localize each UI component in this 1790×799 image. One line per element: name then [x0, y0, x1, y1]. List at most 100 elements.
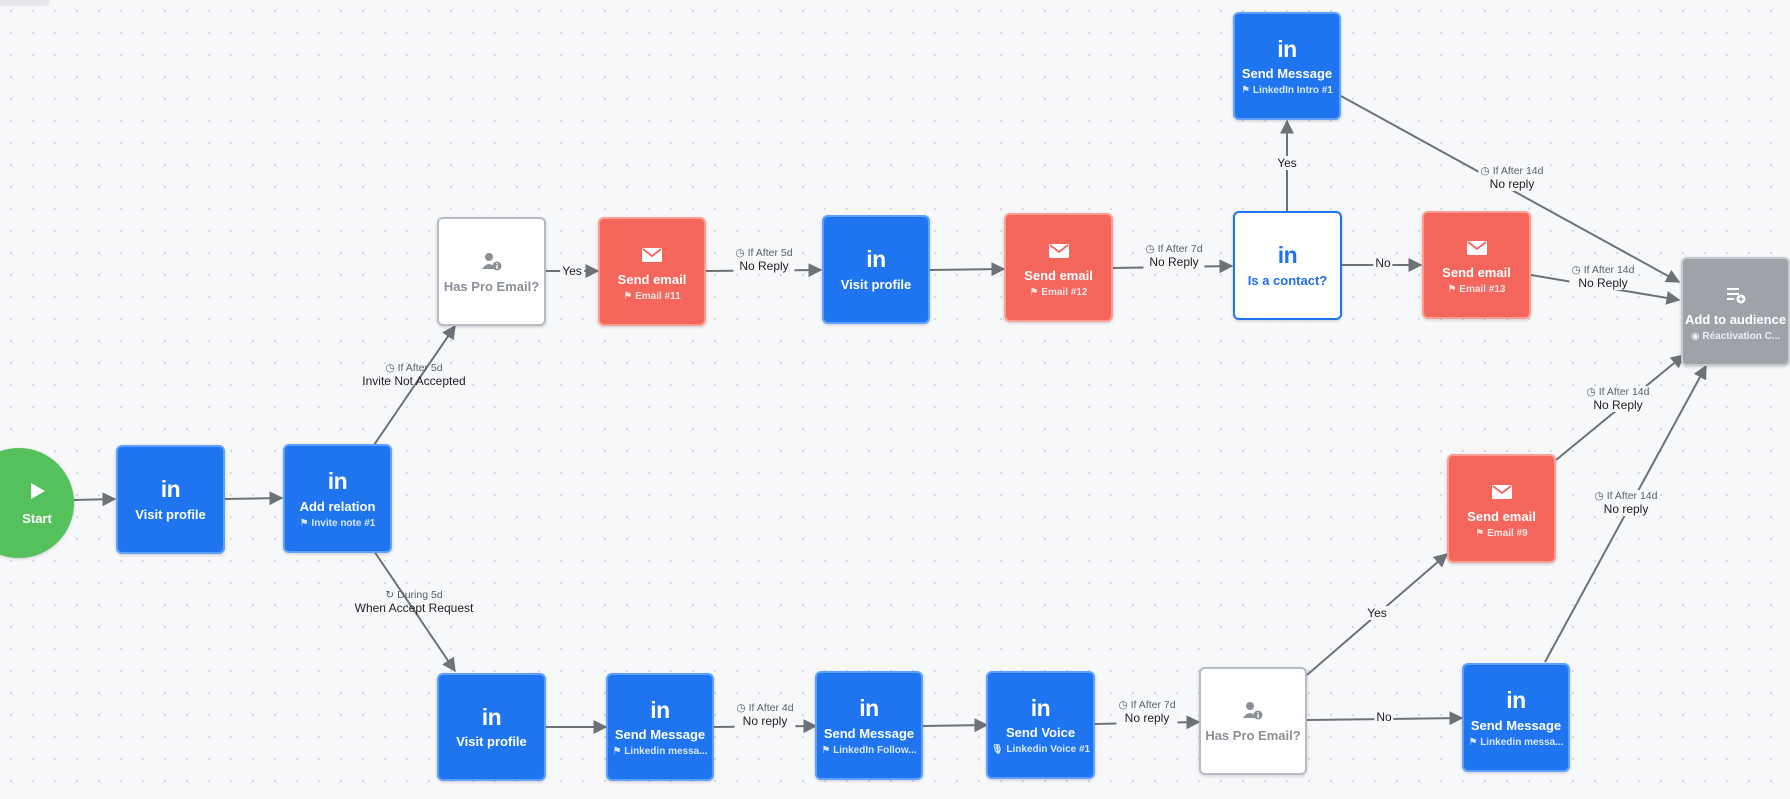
person-info-icon: [481, 249, 503, 275]
node-title: Send email: [1467, 508, 1536, 524]
clock-icon: ◷: [1145, 243, 1155, 255]
branch-label: No reply: [1124, 711, 1170, 725]
mail-icon: [1491, 479, 1513, 505]
add-to-audience-node[interactable]: Add to audience ◉ Réactivation C...: [1681, 257, 1790, 366]
node-title: Send Message: [1470, 717, 1562, 733]
send-email-node[interactable]: Send email ⚑ Email #11: [598, 217, 706, 326]
edge-label-email13-noreply: ◷If After 14d No Reply: [1569, 264, 1637, 290]
edge-label-email12-noreply: ◷If After 7d No Reply: [1143, 243, 1205, 269]
node-subtitle-text: Linkedin messa...: [1480, 736, 1564, 748]
edge-label-msga-noreply: ◷If After 4d No reply: [734, 702, 796, 728]
linkedin-icon: in: [1506, 687, 1526, 713]
edge-addrel-pro1: [373, 324, 456, 446]
linkedin-icon: in: [160, 476, 181, 502]
linkedin-icon: in: [866, 246, 886, 272]
list-add-icon: [1725, 282, 1747, 308]
send-email-node[interactable]: Send email ⚑ Email #13: [1422, 211, 1531, 319]
edge-label-contact-yes: Yes: [1275, 156, 1299, 170]
linkedin-icon: in: [1277, 35, 1297, 62]
edge-label-intro-noreply: ◷If After 14d No reply: [1478, 165, 1546, 191]
node-subtitle-text: Invite note #1: [311, 517, 376, 529]
node-title: Has Pro Email?: [443, 278, 540, 294]
linkedin-icon: in: [650, 696, 670, 723]
person-info-icon: [1242, 698, 1264, 724]
node-subtitle: ⚑ Invite note #1: [299, 517, 376, 529]
visit-profile-node[interactable]: in Visit profile: [437, 673, 546, 781]
edge-label-msgc-noreply: ◷If After 14d No reply: [1592, 490, 1660, 516]
node-subtitle: ⚑ LinkedIn Intro #1: [1241, 85, 1333, 96]
node-subtitle: ⚑ Email #12: [1029, 286, 1088, 298]
condition-text: If After 14d: [1583, 264, 1635, 276]
node-subtitle-text: Réactivation C...: [1702, 330, 1781, 342]
branch-label: No Reply: [1593, 398, 1643, 412]
linkedin-icon: in: [327, 468, 348, 494]
mail-icon: [1048, 238, 1070, 264]
clock-icon: ◷: [1571, 264, 1581, 276]
node-subtitle-text: Linkedin Voice #1: [1006, 744, 1091, 755]
node-subtitle-text: LinkedIn Intro #1: [1252, 85, 1333, 96]
node-title: Add relation: [299, 498, 376, 514]
node-title: Send Voice: [1005, 725, 1076, 740]
node-subtitle-text: Email #9: [1487, 527, 1528, 539]
edge-visit2-email12: [929, 262, 1006, 277]
visit-profile-node[interactable]: in Visit profile: [116, 445, 225, 554]
send-message-node[interactable]: in Send Message ⚑ LinkedIn Intro #1: [1233, 12, 1341, 120]
edge-label-pro2-no: No: [1374, 710, 1394, 724]
node-subtitle: ⚑ Email #9: [1475, 527, 1528, 539]
edge-label-email11-noreply: ◷If After 5d No Reply: [733, 247, 795, 273]
condition-text: If After 7d: [1130, 699, 1176, 711]
condition-row: ◷If After 7d: [1145, 243, 1202, 255]
node-title: Visit profile: [456, 734, 527, 749]
play-icon: [26, 480, 48, 507]
branch-label: Yes: [562, 264, 582, 278]
linkedin-icon: in: [859, 695, 879, 721]
condition-row: ◷If After 4d: [736, 702, 793, 714]
refresh-icon: ↻: [385, 589, 395, 601]
edge-label-invite-not-accepted: ◷If After 5d Invite Not Accepted: [362, 362, 465, 388]
edge-label-email9-noreply: ◷If After 14d No Reply: [1584, 386, 1652, 412]
is-a-contact-node[interactable]: in Is a contact?: [1233, 211, 1342, 320]
node-subtitle-text: LinkedIn Follow...: [833, 744, 917, 756]
branch-label: Yes: [1367, 606, 1387, 620]
condition-text: If After 14d: [1606, 490, 1658, 502]
add-relation-node[interactable]: in Add relation ⚑ Invite note #1: [283, 444, 392, 553]
edge-label-pro1-yes: Yes: [560, 264, 584, 278]
node-title: Has Pro Email?: [1205, 728, 1301, 743]
has-pro-email-node[interactable]: Has Pro Email?: [1199, 667, 1307, 775]
node-subtitle-text: Linkedin messa...: [624, 746, 708, 757]
branch-label: No Reply: [1578, 276, 1628, 290]
send-message-node[interactable]: in Send Message ⚑ Linkedin messa...: [606, 673, 714, 781]
condition-row: ◷If After 14d: [1595, 490, 1658, 502]
condition-row: ↻During 5d: [355, 589, 474, 601]
edge-msgb-voice: [922, 718, 989, 733]
node-title: Send Message: [823, 725, 915, 741]
send-email-node[interactable]: Send email ⚑ Email #9: [1447, 454, 1556, 563]
node-subtitle: ⚑ Linkedin messa...: [1468, 736, 1564, 748]
node-subtitle: ◉ Réactivation C...: [1690, 330, 1781, 342]
edge-addrel-visit3: [373, 550, 456, 673]
edge-visit1-addrel: [223, 491, 284, 506]
edge-label-pro2-yes: Yes: [1365, 606, 1389, 620]
send-message-node[interactable]: in Send Message ⚑ Linkedin messa...: [1462, 663, 1570, 772]
send-voice-node[interactable]: in Send Voice 🎙 Linkedin Voice #1: [986, 671, 1095, 779]
branch-label: No Reply: [1149, 255, 1199, 269]
branch-label: Yes: [1277, 156, 1297, 170]
clock-icon: ◷: [385, 362, 395, 374]
condition-row: ◷If After 5d: [735, 247, 792, 259]
send-message-node[interactable]: in Send Message ⚑ LinkedIn Follow...: [815, 671, 923, 780]
node-title: Send email: [1442, 265, 1511, 280]
node-subtitle: ⚑ Linkedin messa...: [612, 746, 708, 757]
edge-start-visit1: [73, 492, 117, 507]
linkedin-icon: in: [481, 703, 502, 730]
send-email-node[interactable]: Send email ⚑ Email #12: [1004, 213, 1113, 322]
node-subtitle-text: Email #12: [1041, 286, 1088, 298]
node-title: Send email: [617, 271, 687, 287]
edge-label-contact-no: No: [1373, 256, 1393, 270]
clock-icon: ◷: [1586, 386, 1596, 398]
visit-profile-node[interactable]: in Visit profile: [822, 215, 930, 324]
has-pro-email-node[interactable]: Has Pro Email?: [437, 217, 546, 326]
start-label: Start: [22, 511, 52, 526]
condition-text: During 5d: [397, 589, 443, 601]
node-title: Send Message: [614, 727, 706, 742]
branch-label: No Reply: [739, 259, 789, 273]
